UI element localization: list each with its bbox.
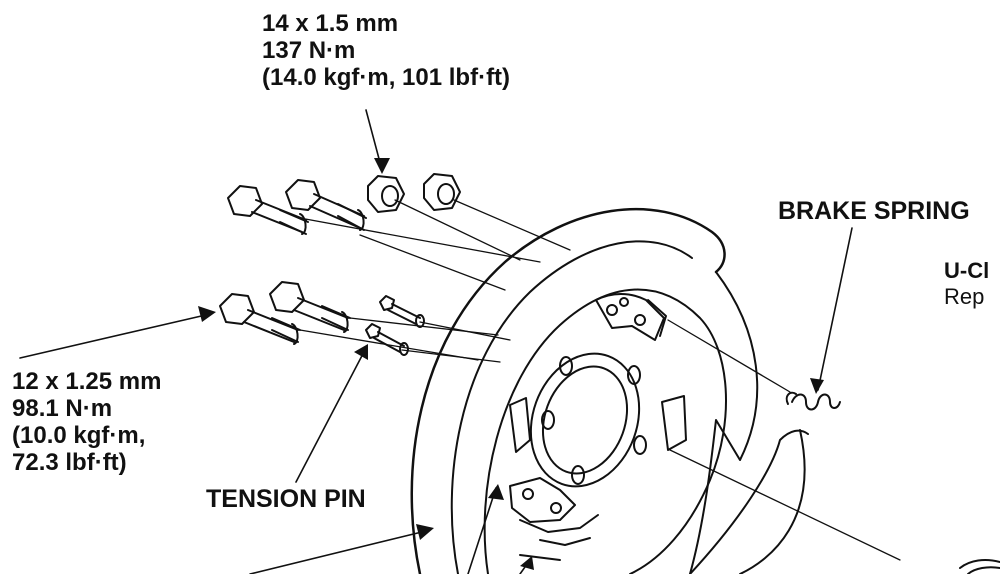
backing-plate <box>410 207 809 576</box>
lower-bolt-size: 12 x 1.25 mm <box>12 368 162 395</box>
lower-bolt-spec-label: 12 x 1.25 mm 98.1 N·m (10.0 kgf·m, 72.3 … <box>12 368 161 476</box>
upper-bolt-torque-alt: (14.0 kgf·m, 101 lbf·ft) <box>262 64 511 91</box>
u-clip-note: Rep <box>944 284 985 309</box>
brake-spring-label: BRAKE SPRING <box>778 197 970 225</box>
alignment-lines <box>299 199 901 561</box>
tension-pin-label: TENSION PIN <box>206 485 366 513</box>
upper-bolts <box>227 179 367 235</box>
upper-bolt-size: 14 x 1.5 mm <box>262 10 399 37</box>
lower-bolts <box>219 281 351 345</box>
u-clip-title: U-Cl <box>944 258 990 283</box>
tension-pins <box>365 295 425 356</box>
upper-bolt-torque: 137 N·m <box>262 37 356 64</box>
lower-bolt-torque-alt-2: 72.3 lbf·ft) <box>12 449 127 476</box>
arrowheads <box>198 158 824 570</box>
flange-nuts <box>367 173 461 213</box>
lower-bolt-torque-alt-1: (10.0 kgf·m, <box>12 422 146 449</box>
u-clip-label: U-Cl Rep <box>944 258 989 310</box>
brake-spring <box>785 391 841 411</box>
u-clip <box>959 559 1000 575</box>
upper-bolt-spec-label: 14 x 1.5 mm 137 N·m (14.0 kgf·m, 101 lbf… <box>262 10 510 91</box>
lower-bolt-torque: 98.1 N·m <box>12 395 113 422</box>
leader-lines <box>19 109 853 575</box>
